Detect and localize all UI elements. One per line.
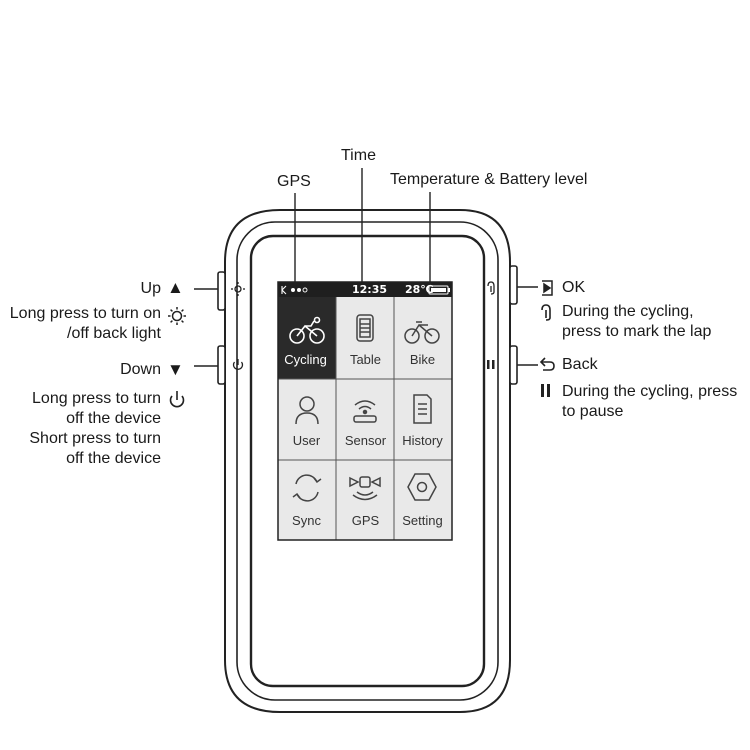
battery-icon (428, 285, 450, 295)
tile-history[interactable]: History (402, 433, 443, 448)
lap-line2: press to mark the lap (562, 323, 712, 340)
pause-line1: During the cycling, press (562, 383, 738, 400)
lap-icon (487, 281, 495, 295)
satellite-icon (349, 476, 381, 501)
user-icon (295, 396, 319, 425)
bike-icon (404, 321, 440, 344)
power-icon (232, 359, 244, 370)
table-icon (356, 314, 374, 342)
tile-grid (278, 297, 452, 540)
bike-rider-icon (289, 316, 325, 344)
sun-icon (231, 282, 245, 296)
setting-icon (407, 473, 437, 501)
tile-user[interactable]: User (292, 433, 321, 448)
tile-table[interactable]: Table (349, 352, 382, 367)
power-line3: Short press to turn (29, 430, 161, 447)
history-icon (413, 394, 432, 424)
backlight-sun-icon (168, 307, 186, 325)
down-label: Down (120, 361, 161, 378)
down-arrow-icon: ▼ (167, 360, 184, 379)
lap-legend-icon (541, 304, 551, 321)
back-label: Back (562, 356, 598, 373)
power-legend-icon (169, 391, 185, 408)
power-line1: Long press to turn (32, 390, 161, 407)
tile-sensor[interactable]: Sensor (344, 433, 387, 448)
down-button[interactable] (217, 345, 226, 385)
up-arrow-icon: ▲ (167, 278, 184, 297)
leader-lines (194, 168, 538, 367)
pause-line2: to pause (562, 403, 624, 420)
tile-sync[interactable]: Sync (292, 513, 321, 528)
lap-line1: During the cycling, (562, 303, 694, 320)
up-label: Up (140, 280, 161, 297)
back-button[interactable] (509, 345, 518, 385)
sensor-icon (353, 400, 377, 423)
power-line2: off the device (66, 410, 161, 427)
backlight-line1: Long press to turn on (9, 305, 161, 322)
gps-callout: GPS (277, 173, 311, 190)
up-button[interactable] (217, 271, 226, 311)
tile-setting[interactable]: Setting (402, 513, 443, 528)
status-bar (278, 282, 452, 297)
tile-cycling[interactable]: Cycling (284, 352, 327, 367)
power-line4: off the device (66, 450, 161, 467)
pause-icon (487, 360, 495, 369)
status-time: 12:35 (352, 283, 388, 296)
gps-signal-icon (281, 285, 308, 295)
ok-label: OK (562, 279, 586, 296)
ok-play-icon (542, 280, 553, 296)
ok-button[interactable] (509, 265, 518, 305)
tile-cycling-bg (278, 297, 336, 379)
device-inner-bezel (236, 221, 499, 701)
time-callout: Time (341, 147, 376, 164)
tile-gps[interactable]: GPS (351, 513, 380, 528)
temp-battery-callout: Temperature & Battery level (390, 171, 588, 188)
tile-bike[interactable]: Bike (409, 352, 436, 367)
backlight-line2: /off back light (67, 325, 161, 342)
back-arrow-icon (539, 357, 555, 371)
status-temp: 28℃ (405, 283, 434, 296)
screen-frame (249, 234, 486, 688)
pause-legend-icon (541, 384, 550, 397)
sync-icon (292, 474, 322, 502)
